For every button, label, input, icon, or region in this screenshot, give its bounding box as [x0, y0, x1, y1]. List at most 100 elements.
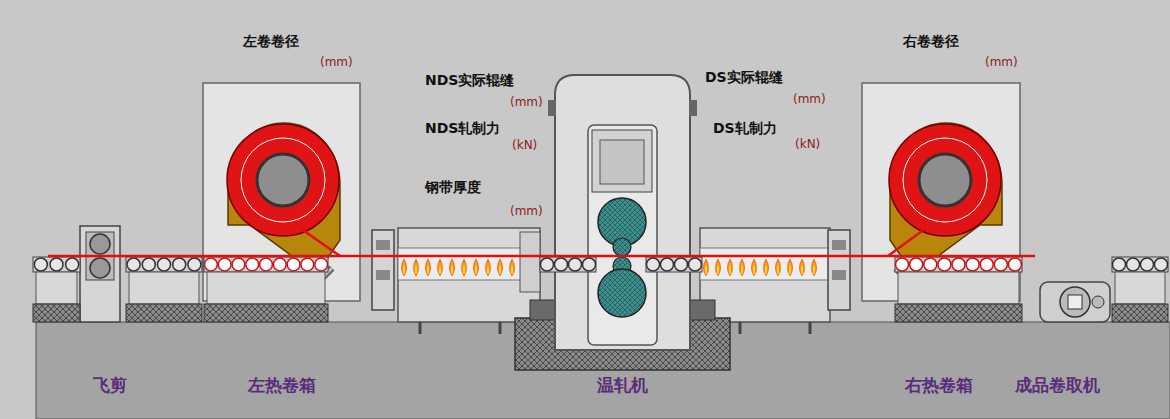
- roller-tables-part: [34, 258, 47, 271]
- roller-tables-part: [1008, 258, 1021, 271]
- coil-box-right: [862, 83, 1020, 301]
- burner-flames-part: [475, 265, 477, 275]
- roller-tables-part: [142, 258, 155, 271]
- burner-flames-part: [474, 259, 479, 276]
- furnaces-part: [398, 248, 540, 280]
- roller-tables-part: [315, 258, 328, 271]
- burner-flames-part: [511, 265, 513, 275]
- roller-tables-part: [66, 258, 79, 271]
- burner-flames-part: [414, 259, 419, 276]
- burner-flames-part: [716, 259, 721, 276]
- mill-housing-part: [592, 130, 652, 192]
- roller-tables-part: [33, 257, 80, 272]
- mill-housing-part: [598, 269, 646, 317]
- roller-tables-part: [966, 258, 979, 271]
- stands-part: [376, 240, 390, 250]
- burner-flames-part: [764, 259, 769, 276]
- steel-strip-part: [888, 228, 926, 256]
- burner-flames-part: [729, 265, 731, 275]
- burner-flames-part: [427, 265, 429, 275]
- parameter-label: 右卷卷径: [903, 33, 959, 49]
- furnaces-part: [398, 228, 540, 322]
- burner-flames-part: [499, 265, 501, 275]
- roller-tables-part: [173, 258, 186, 271]
- roller-tables-part: [246, 258, 259, 271]
- furnaces-part: [700, 248, 830, 280]
- furnaces-part: [499, 322, 502, 334]
- mill-housing: [548, 75, 697, 350]
- finished-coiler-part: [1068, 295, 1082, 309]
- roller-tables-part: [675, 258, 688, 271]
- burner-flames-part: [812, 259, 817, 276]
- roller-tables-part: [218, 258, 231, 271]
- furnaces-part: [809, 322, 812, 334]
- parameter-label: DS轧制力: [713, 120, 777, 136]
- unit-label: (mm): [320, 56, 353, 70]
- roller-tables-part: [583, 258, 596, 271]
- roller-tables-part: [1113, 258, 1126, 271]
- roller-tables-part: [898, 272, 1019, 304]
- burner-flames-part: [486, 259, 491, 276]
- burner-flames-part: [463, 265, 465, 275]
- coil-box-left: [203, 83, 360, 301]
- roller-tables-part: [129, 272, 199, 304]
- unit-label: (mm): [510, 205, 543, 219]
- furnaces-part: [700, 228, 830, 322]
- coil-box-right-part: [903, 138, 987, 222]
- roller-tables-part: [126, 304, 202, 322]
- steel-strip: [48, 228, 1035, 256]
- burner-flames-part: [717, 265, 719, 275]
- roller-tables-part: [1141, 258, 1154, 271]
- burner-flames-part: [487, 265, 489, 275]
- roller-tables-part: [205, 258, 218, 271]
- equipment-label: 成品卷取机: [1015, 376, 1100, 396]
- finished-coiler: [1040, 282, 1110, 322]
- roller-tables-part: [994, 258, 1007, 271]
- parameter-label: DS实际辊缝: [705, 69, 783, 85]
- roller-tables-part: [541, 258, 554, 271]
- roller-tables-part: [127, 258, 140, 271]
- unit-label: (mm): [985, 56, 1018, 70]
- burner-flames-part: [450, 259, 455, 276]
- roller-tables-part: [1127, 258, 1140, 271]
- burner-flames-part: [728, 259, 733, 276]
- burner-flames-part: [415, 265, 417, 275]
- burner-flames-part: [789, 265, 791, 275]
- roller-tables-part: [287, 258, 300, 271]
- finished-coiler-part: [1040, 282, 1110, 322]
- flying-shear: [80, 226, 120, 322]
- unit-label: (kN): [795, 138, 820, 152]
- roller-tables-part: [36, 272, 77, 304]
- roller-tables-part: [126, 257, 202, 272]
- burner-flames-part: [462, 259, 467, 276]
- burner-flames-part: [705, 265, 707, 275]
- burner-flames-part: [813, 265, 815, 275]
- unit-label: (kN): [512, 139, 537, 153]
- burner-flames-part: [788, 259, 793, 276]
- coil-box-left-part: [257, 154, 309, 206]
- roller-tables-part: [1112, 257, 1168, 272]
- burner-flames-part: [438, 259, 443, 276]
- burner-flames-part: [741, 265, 743, 275]
- roller-tables-part: [50, 258, 63, 271]
- coil-box-right-part: [919, 154, 971, 206]
- burner-flames-part: [451, 265, 453, 275]
- burner-flames-part: [753, 265, 755, 275]
- unit-label: (mm): [793, 93, 826, 107]
- coil-box-left-part: [228, 123, 340, 262]
- parameter-label: NDS轧制力: [425, 120, 500, 136]
- stands-part: [376, 270, 390, 280]
- flying-shear-part: [90, 258, 110, 278]
- stands-part: [828, 230, 850, 310]
- furnaces-part: [739, 322, 742, 334]
- coil-box-left-part: [241, 138, 325, 222]
- burner-flames-part: [800, 259, 805, 276]
- mill-housing-part: [600, 140, 644, 184]
- burner-flames-part: [752, 259, 757, 276]
- parameter-label: 左卷卷径: [243, 33, 299, 49]
- roller-tables-part: [1112, 304, 1168, 322]
- burner-flames-part: [765, 265, 767, 275]
- finished-coiler-part: [1092, 296, 1104, 308]
- coil-box-right-part: [889, 124, 1001, 236]
